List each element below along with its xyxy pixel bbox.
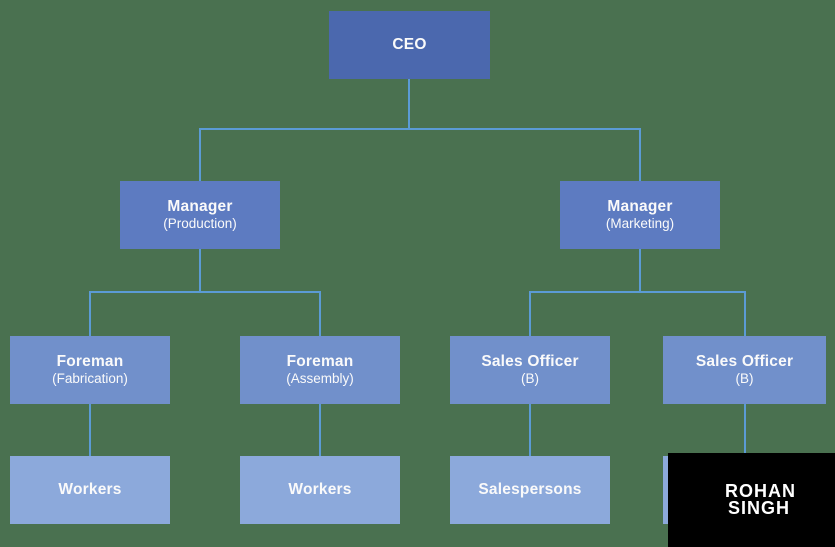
org-node-sales-officer-left: Sales Officer (B) — [450, 336, 610, 404]
connector-workers-fabrication-drop — [89, 404, 91, 456]
org-node-ceo: CEO — [329, 11, 490, 79]
org-node-title: Sales Officer — [481, 352, 579, 370]
org-node-foreman-assembly: Foreman (Assembly) — [240, 336, 400, 404]
org-node-subtitle: (Production) — [163, 216, 237, 232]
watermark-line2: SINGH — [728, 498, 791, 518]
org-node-title: Sales Officer — [695, 352, 794, 370]
org-node-subtitle: (B) — [735, 371, 754, 387]
connector-salespersons-right-drop — [744, 404, 746, 456]
org-node-subtitle: (Assembly) — [286, 371, 354, 387]
watermark-logo: ROHAN SINGH — [668, 453, 835, 547]
connector-foreman-assembly-drop — [319, 291, 321, 336]
org-node-workers-fabrication: Workers — [10, 456, 170, 524]
watermark-line1: ROHAN — [725, 481, 796, 502]
connector-foreman-fabrication-drop — [89, 291, 91, 336]
connector-managers-horizontal — [199, 128, 641, 130]
org-node-subtitle: (B) — [521, 371, 539, 387]
org-node-title: Foreman — [286, 352, 354, 370]
org-node-subtitle: (Marketing) — [605, 216, 675, 232]
org-node-subtitle: (Fabrication) — [52, 371, 128, 387]
org-node-foreman-fabrication: Foreman (Fabrication) — [10, 336, 170, 404]
org-node-title: Manager — [607, 197, 673, 215]
org-node-salespersons: Salespersons — [450, 456, 610, 524]
org-node-title: Foreman — [56, 352, 124, 370]
connector-sales-officers-horizontal — [529, 291, 746, 293]
connector-manager-production-drop — [199, 128, 201, 181]
org-node-workers-assembly: Workers — [240, 456, 400, 524]
org-node-title: Manager — [167, 197, 233, 215]
org-node-title: Workers — [288, 481, 352, 499]
connector-manager-marketing-drop — [639, 128, 641, 181]
connector-marketing-drop — [639, 249, 641, 292]
connector-foremen-horizontal — [89, 291, 321, 293]
connector-production-drop — [199, 249, 201, 292]
connector-sales-officer-left-drop — [529, 291, 531, 336]
connector-ceo-drop — [408, 79, 410, 130]
org-node-manager-marketing: Manager (Marketing) — [560, 181, 720, 249]
org-node-title: CEO — [392, 36, 427, 54]
org-node-title: Workers — [58, 481, 122, 499]
watermark-logo-text: ROHAN SINGH — [725, 481, 796, 518]
connector-sales-officer-right-drop — [744, 291, 746, 336]
org-node-sales-officer-right: Sales Officer (B) — [663, 336, 826, 404]
org-node-manager-production: Manager (Production) — [120, 181, 280, 249]
connector-salespersons-left-drop — [529, 404, 531, 456]
connector-workers-assembly-drop — [319, 404, 321, 456]
org-node-title: Salespersons — [478, 481, 582, 499]
